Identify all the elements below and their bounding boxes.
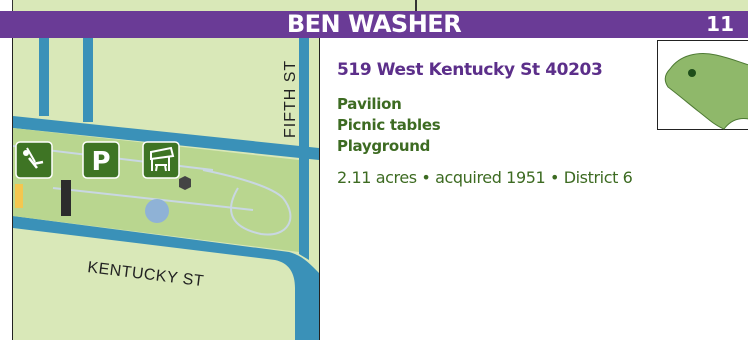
pavilion-picnic-icon (142, 141, 180, 179)
park-info: 519 West Kentucky St 40203 Pavilion Picn… (337, 60, 637, 187)
road-blue (13, 216, 319, 340)
park-header-bar: BEN WASHER 11 (0, 11, 748, 38)
building-yellow (15, 184, 23, 208)
locator-region (664, 53, 748, 130)
road-blue (299, 38, 309, 148)
parking-icon: P (82, 141, 120, 179)
amenity-item: Pavilion (337, 95, 402, 113)
road-blue (299, 158, 309, 260)
building-dark (61, 180, 71, 216)
location-marker-icon (688, 69, 696, 77)
amenity-item: Playground (337, 137, 431, 155)
amenity-list: Pavilion Picnic tables Playground (337, 94, 637, 157)
svg-text:P: P (91, 147, 110, 177)
street-label-vertical: FIFTH ST (282, 60, 299, 138)
park-details: 2.11 acres • acquired 1951 • District 6 (337, 168, 633, 187)
top-strip-divider (415, 0, 417, 11)
spray-pad (145, 199, 169, 223)
road-blue (13, 116, 319, 160)
park-map: P FIFTH ST KENTUCKY ST (12, 38, 320, 340)
road-blue (83, 38, 93, 122)
playground-swing-icon (15, 141, 53, 179)
district-locator-map (657, 40, 748, 130)
park-address: 519 West Kentucky St 40203 (337, 60, 603, 80)
road-blue (39, 38, 49, 116)
pavilion-marker (179, 176, 191, 190)
page-number: 11 (706, 12, 734, 36)
park-title: BEN WASHER (286, 10, 462, 38)
amenity-item: Picnic tables (337, 116, 441, 134)
